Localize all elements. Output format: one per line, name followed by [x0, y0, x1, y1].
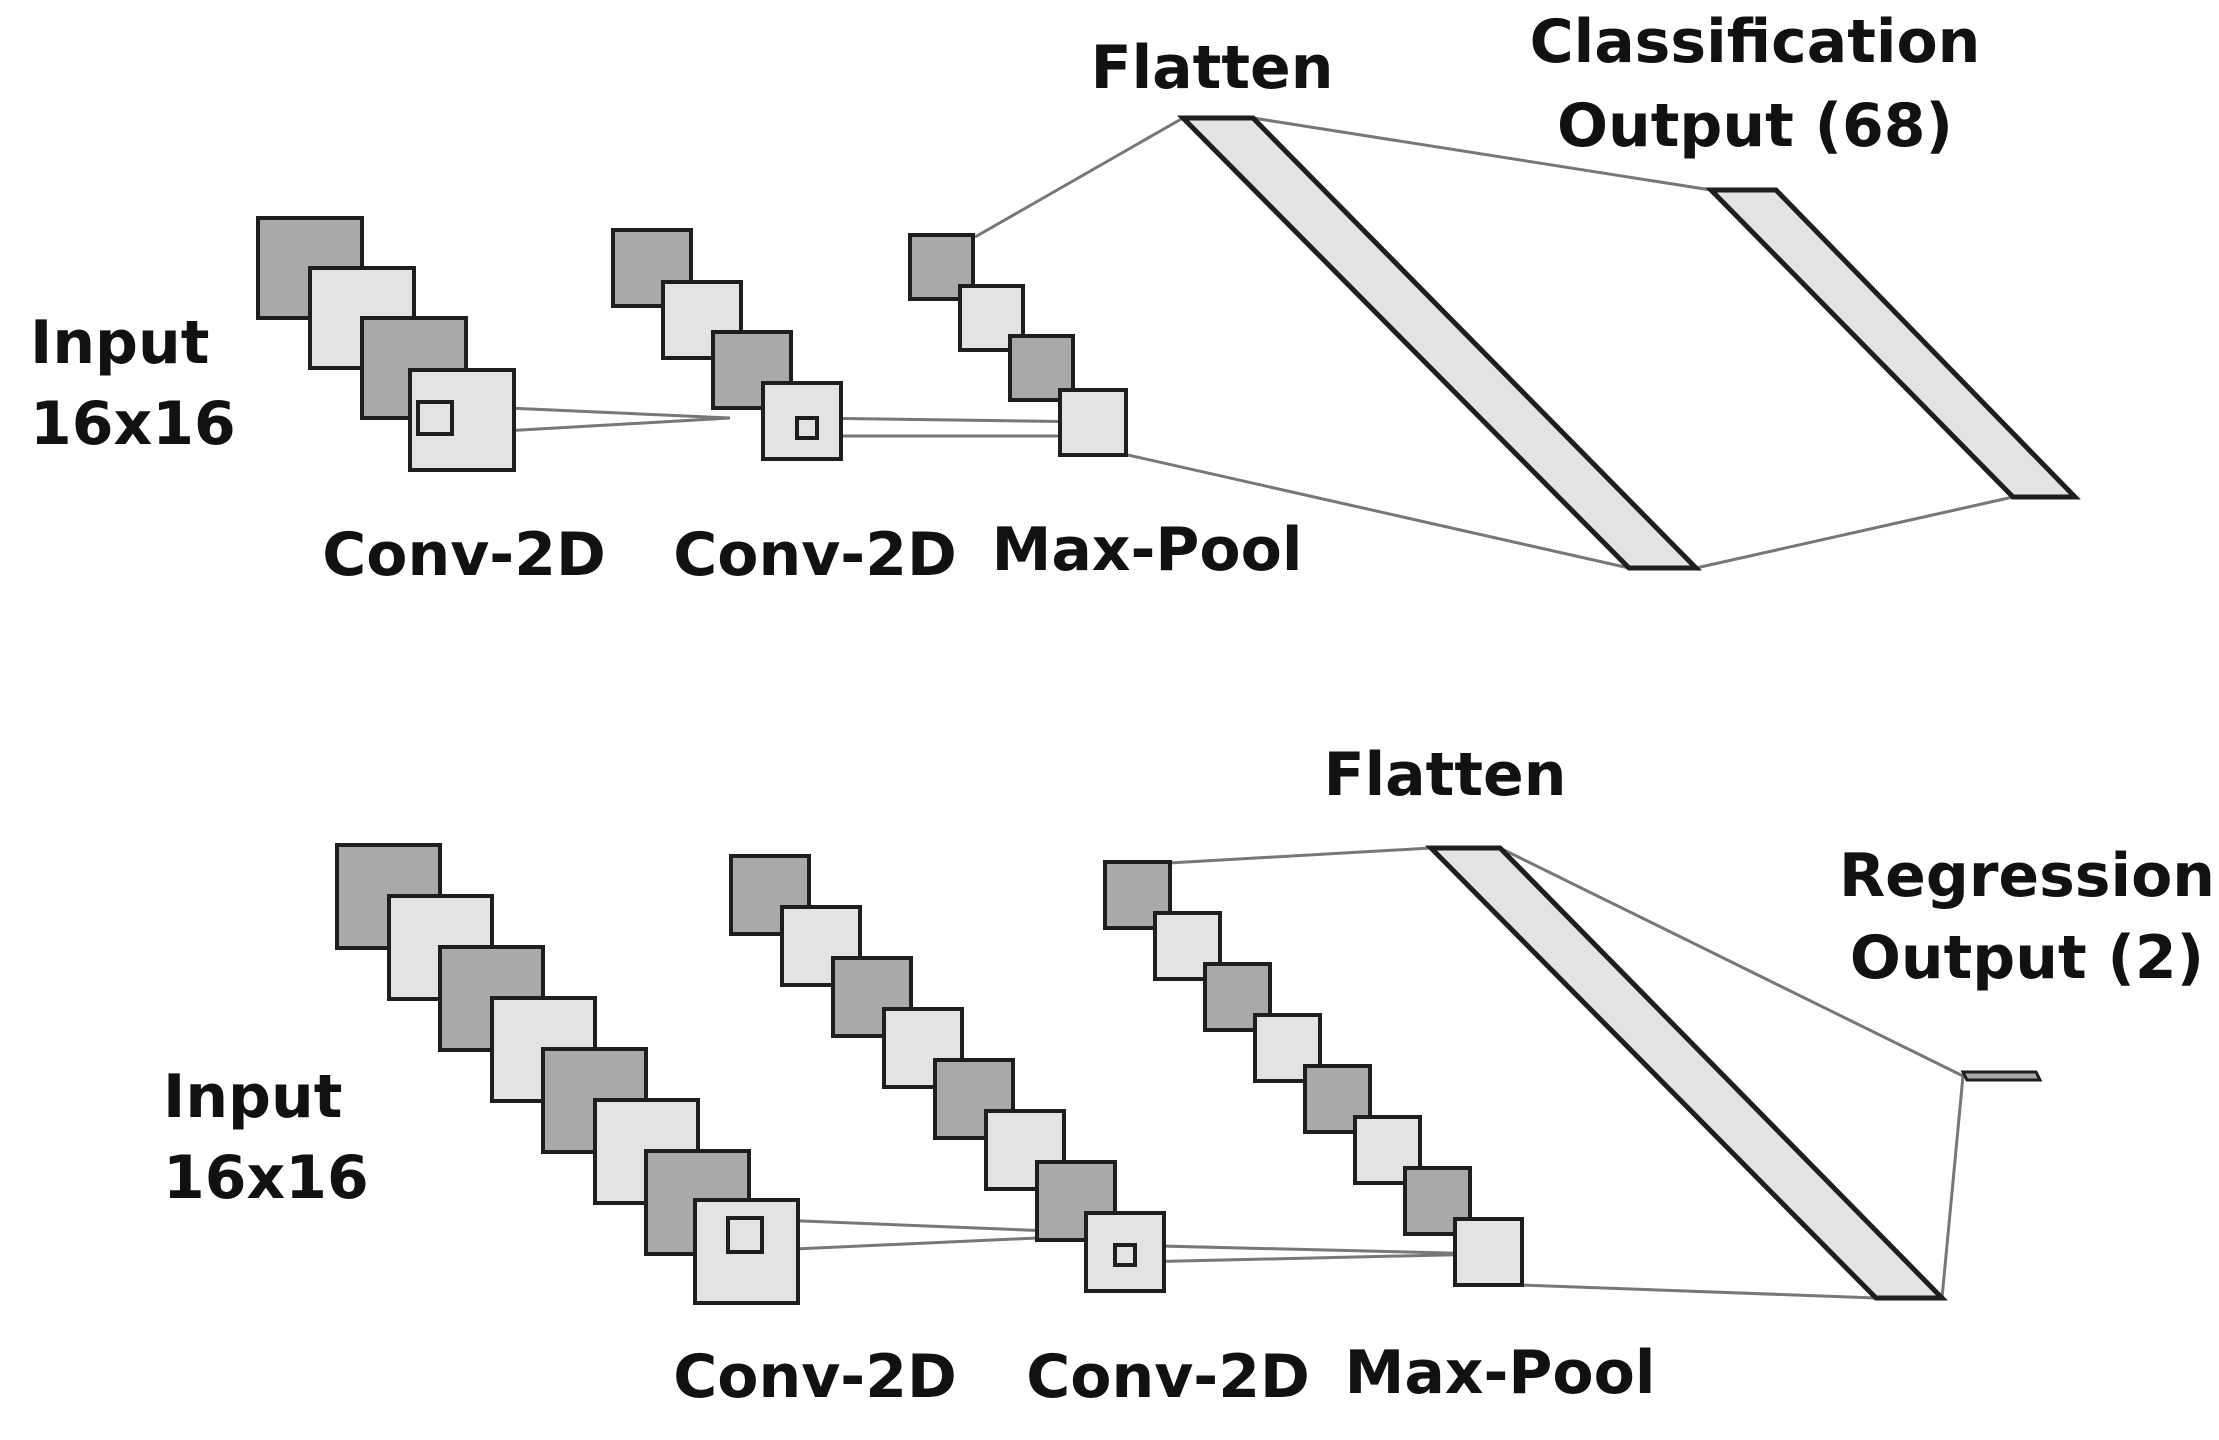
top-output-label: Classification [1530, 7, 1981, 77]
feature-map [1084, 1211, 1166, 1293]
top-conv2-stack [611, 228, 843, 461]
kernel-window [416, 400, 454, 436]
bottom-network: Input 16x16 Conv-2D Conv-2D Max-Pool Fla… [163, 740, 2215, 1412]
kernel-window [726, 1216, 764, 1254]
bottom-input-size-label: 16x16 [163, 1143, 369, 1213]
top-pool-to-flatten-line [974, 116, 1184, 239]
top-flatten-layer [1177, 115, 1702, 571]
top-classification-output-layer [1705, 187, 2081, 500]
top-pool-label: Max-Pool [992, 515, 1303, 585]
bottom-regression-output-layer [1960, 1070, 2043, 1082]
bottom-conv2-label: Conv-2D [1026, 1342, 1310, 1412]
bottom-flatten-to-output-line [1940, 1075, 1965, 1299]
top-input-size-label: 16x16 [30, 389, 236, 459]
top-flatten-label: Flatten [1091, 33, 1334, 103]
top-conv2-label: Conv-2D [673, 520, 957, 590]
bottom-pool-label: Max-Pool [1345, 1338, 1656, 1408]
feature-map [1353, 1115, 1422, 1185]
kernel-window [795, 416, 819, 440]
bottom-flatten-layer [1425, 845, 1948, 1301]
bottom-conv2-to-pool-line [1119, 1243, 1489, 1256]
feature-map [1058, 388, 1128, 457]
feature-map [408, 368, 516, 472]
top-pool-to-flatten-line [1127, 453, 1630, 570]
top-input-label: Input [30, 308, 209, 378]
top-flatten-to-output-line [1252, 116, 1712, 192]
top-connector-lines [417, 116, 2014, 570]
feature-map [611, 228, 693, 308]
bottom-flatten-label: Flatten [1324, 740, 1567, 810]
top-conv1-stack [256, 216, 516, 472]
feature-map [1453, 1217, 1524, 1287]
kernel-window [1113, 1243, 1137, 1267]
feature-map [761, 381, 843, 461]
bottom-flatten-to-output-line [1499, 846, 1964, 1078]
bottom-conv1-stack [335, 843, 800, 1305]
bottom-output-label-line2: Output (2) [1850, 923, 2204, 993]
top-output-label-line2: Output (68) [1557, 91, 1953, 161]
bottom-conv1-label: Conv-2D [673, 1342, 957, 1412]
top-pool-stack [908, 233, 1128, 457]
top-network: Input 16x16 Conv-2D Conv-2D Max-Pool Fla… [30, 7, 2081, 590]
bottom-output-label: Regression [1839, 841, 2215, 911]
bottom-conv2-stack [729, 854, 1166, 1293]
bottom-input-label: Input [163, 1062, 342, 1132]
feature-map [1153, 911, 1222, 981]
bottom-pool-to-flatten-line [1168, 846, 1432, 865]
top-conv2-to-pool-line [805, 416, 1099, 424]
top-conv1-label: Conv-2D [322, 520, 606, 590]
bottom-pool-to-flatten-line [1521, 1283, 1877, 1300]
bottom-pool-stack [1103, 860, 1524, 1287]
top-flatten-to-output-line [1695, 495, 2014, 570]
bottom-conv2-to-pool-line [1135, 1252, 1489, 1264]
